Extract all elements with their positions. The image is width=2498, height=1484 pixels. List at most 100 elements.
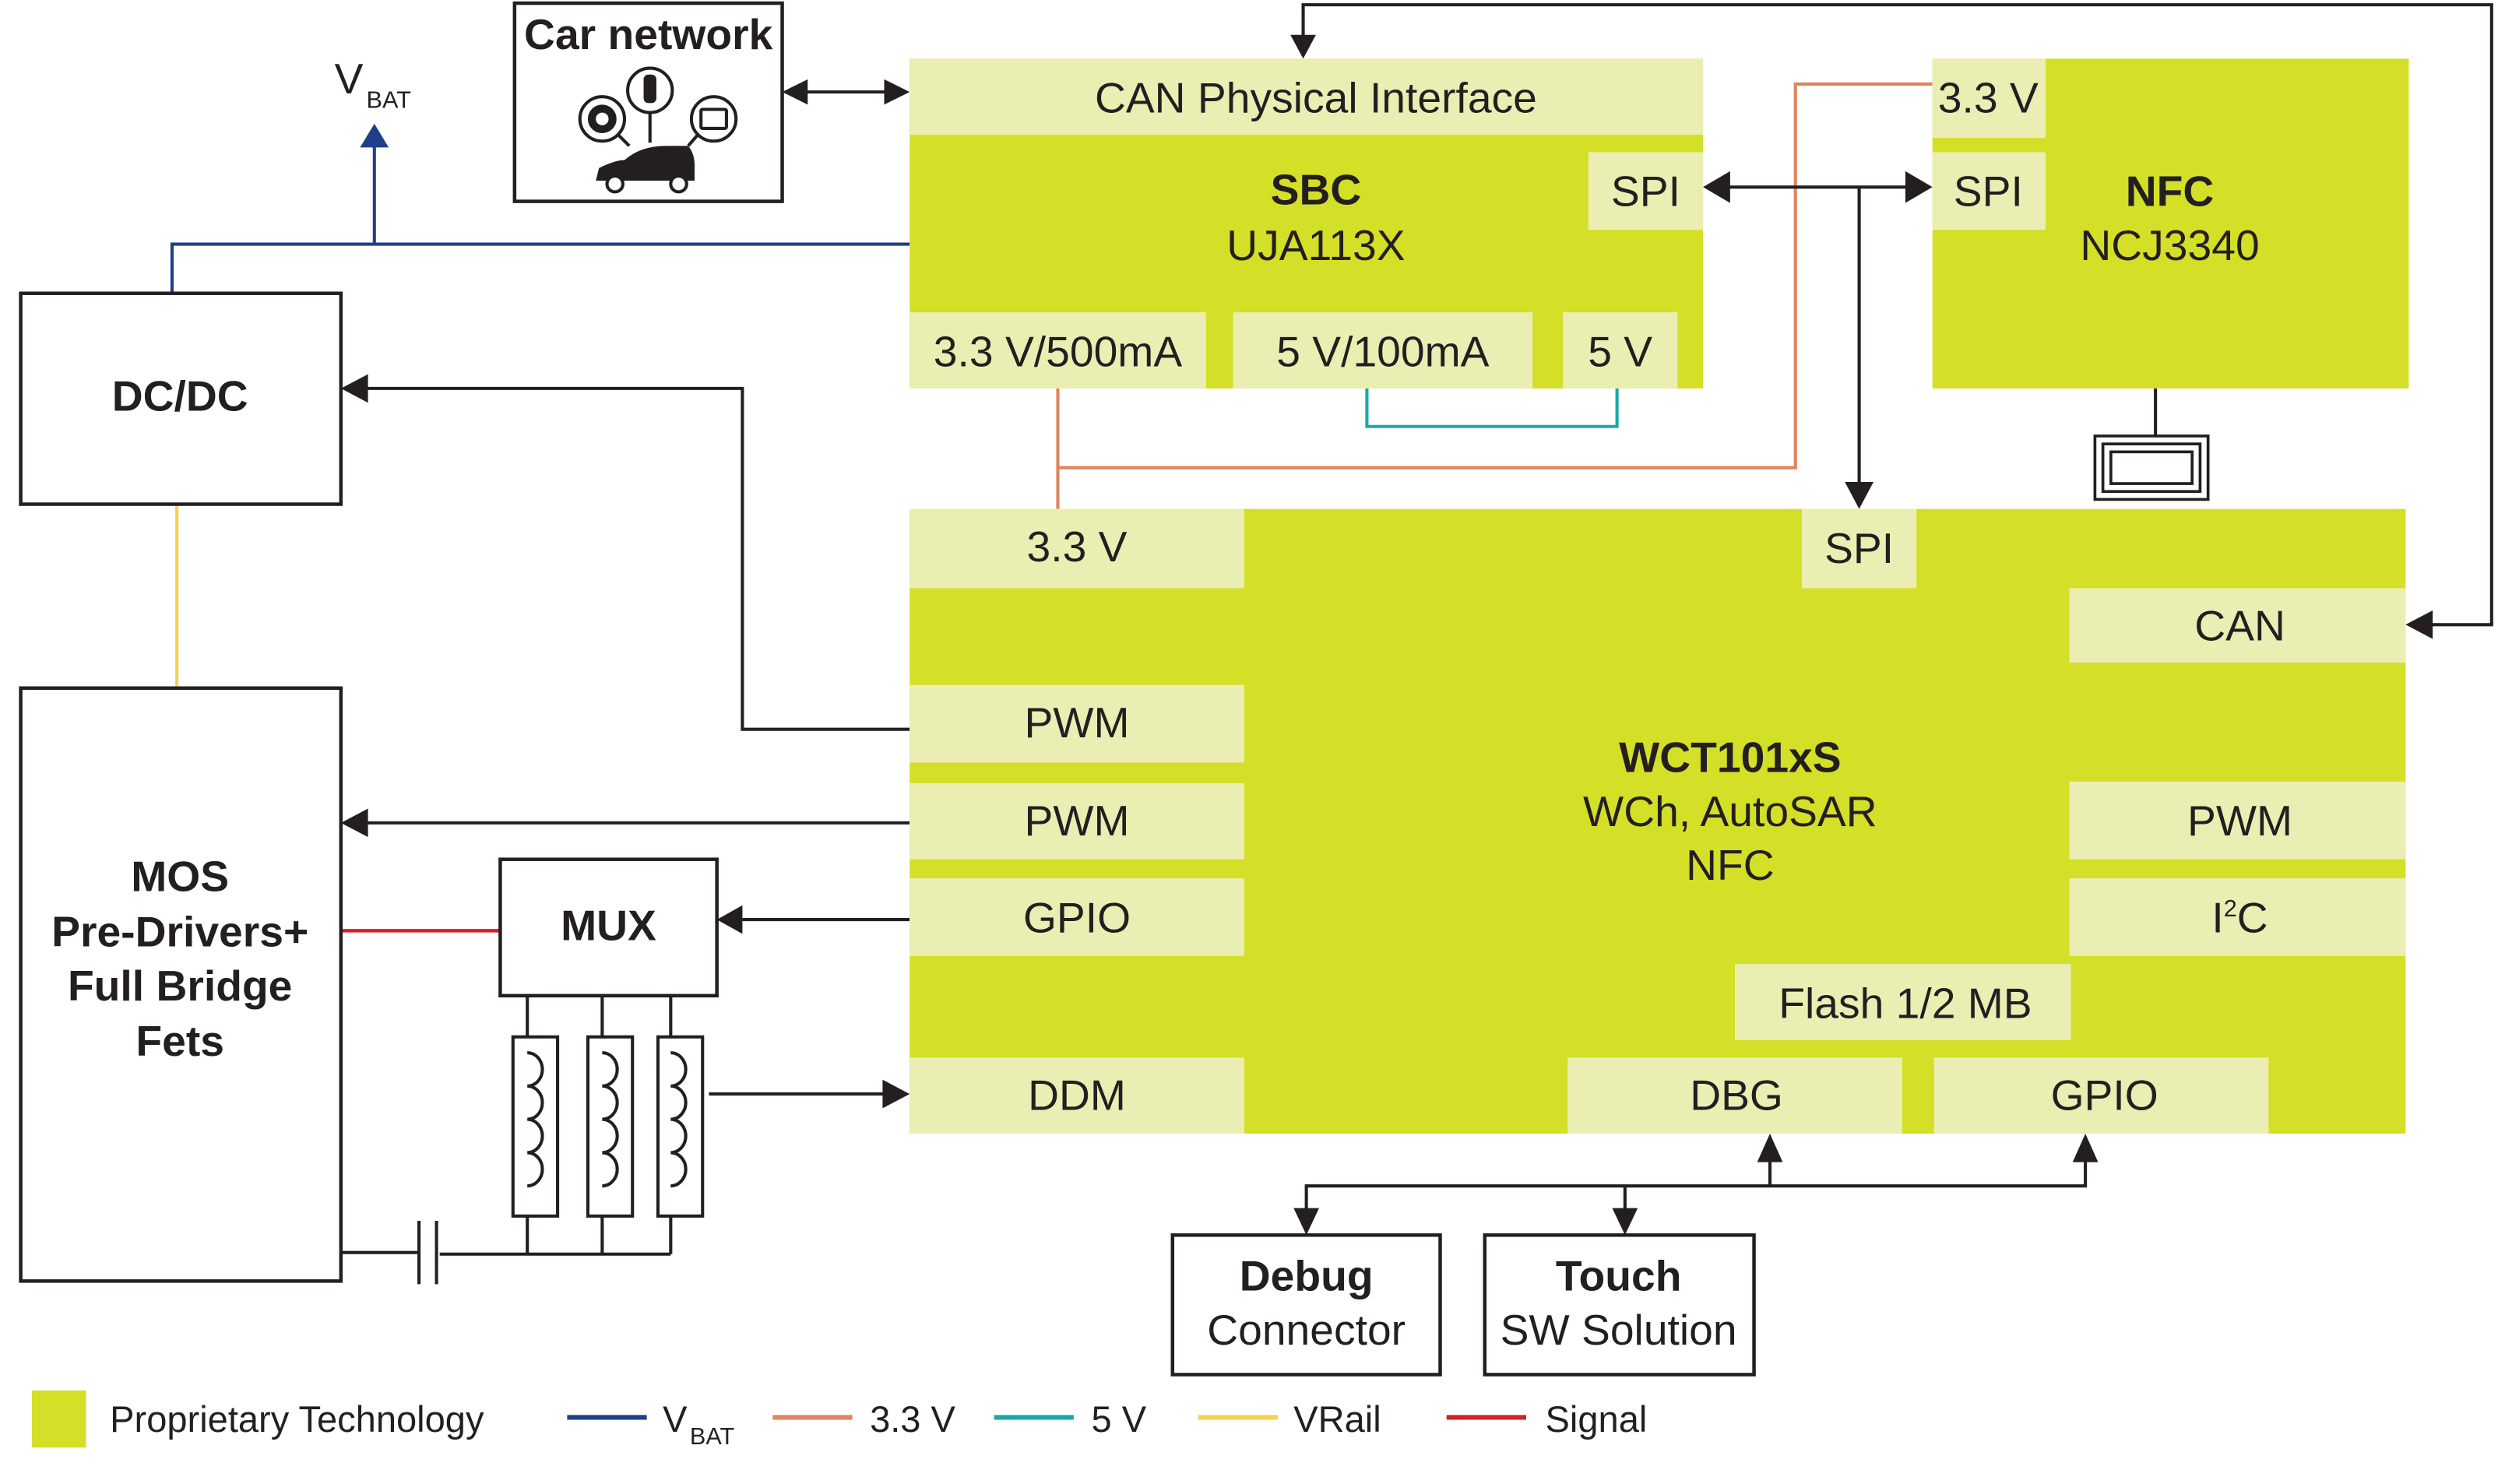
wct-title: WCT101xS (1619, 733, 1842, 782)
sbc-part-number: UJA113X (1226, 221, 1405, 269)
nfc-spi-pad (1932, 152, 2046, 230)
wct-i2c-label: I2C (2211, 893, 2268, 941)
sbc-output-pad (1233, 312, 1533, 389)
dcdc-block[interactable]: DC/DC (19, 291, 343, 506)
nfc-spi-label: SPI (1954, 167, 2023, 216)
arrowhead-down (1612, 1208, 1638, 1236)
dcdc-title: DC/DC (112, 372, 248, 420)
touch-frame (1483, 1233, 1756, 1377)
wct-line2: WCh, AutoSAR (1583, 787, 1877, 835)
debug-connector-block[interactable]: Debug Connector (1170, 1233, 1442, 1377)
spi-bus (1703, 171, 1933, 509)
wct-pwm-label: PWM (1025, 797, 1130, 845)
arrowhead-left (782, 79, 808, 105)
wct-supply-label: 3.3 V (1027, 522, 1128, 571)
can-loop-link (1290, 3, 2493, 639)
pwm-to-mos-link (340, 808, 910, 838)
connections (170, 3, 2493, 1236)
arrowhead-left (340, 374, 368, 403)
mos-block[interactable]: MOS Pre-Drivers+ Full Bridge Fets (19, 686, 343, 1283)
vbat-arrowhead (360, 123, 389, 148)
wct-supply-pad (909, 508, 1244, 589)
nfc-chip[interactable]: 3.3 V SPI NFC NCJ3340 (1932, 58, 2409, 389)
nfc-antenna-icon (2093, 434, 2210, 501)
wct-flash-pad (1735, 964, 2071, 1040)
sbc-output-label: 5 V (1588, 328, 1652, 376)
vbat-wire (170, 242, 910, 294)
i2c-main: I (2211, 893, 2223, 941)
legend-item-3v3: 3.3 V (772, 1399, 956, 1440)
coil-icon (586, 995, 635, 1254)
car-network-block[interactable]: Car network (512, 1, 784, 203)
mos-line: Full Bridge (68, 962, 292, 1010)
mux-title: MUX (561, 902, 656, 950)
legend: Proprietary Technology V BAT 3.3 V 5 V V… (31, 1390, 1647, 1450)
arrowhead-left (340, 808, 368, 838)
vbat-net (170, 123, 910, 294)
sbc-output-label: 3.3 V/500mA (934, 328, 1183, 376)
arrowhead-right (882, 1079, 910, 1109)
pwm-to-dcdc-link (340, 374, 910, 731)
wct-gpio-pad (909, 878, 1244, 956)
wct-gpio-label: GPIO (1023, 893, 1131, 941)
v33-wire-nfc (1057, 82, 1933, 469)
dcdc-frame (19, 291, 343, 506)
wct-spi-label: SPI (1824, 524, 1894, 572)
wct-pwm-right-label: PWM (2187, 797, 2292, 845)
wct-pwm-label: PWM (1025, 698, 1130, 747)
debug-subtitle: Connector (1207, 1306, 1406, 1354)
sbc-output-pad (1563, 312, 1678, 389)
arrowhead-down (1845, 482, 1874, 509)
arrowhead-left (2405, 610, 2433, 639)
car-network-title: Car network (524, 10, 773, 58)
legend-item-vbat: V BAT (567, 1399, 734, 1450)
gpio-to-mux-link (716, 905, 910, 934)
i2c-superscript: 2 (2224, 895, 2237, 922)
legend-item-5v: 5 V (994, 1399, 1147, 1440)
arrowhead-right (1905, 171, 1933, 203)
wct-can-pad (2069, 588, 2406, 663)
nfc-title: NFC (2126, 167, 2215, 216)
nfc-supply-label: 3.3 V (1938, 74, 2039, 122)
mos-frame (19, 686, 343, 1283)
sbc-spi-pad (1588, 152, 1704, 230)
coil-array (340, 995, 705, 1285)
arrowhead-right (884, 79, 910, 105)
wct-flash-label: Flash 1/2 MB (1779, 979, 2032, 1027)
legend-label: VRail (1293, 1399, 1381, 1440)
legend-item-signal: Signal (1446, 1399, 1647, 1440)
mux-block[interactable]: MUX (498, 857, 719, 998)
nfc-supply-pad (1932, 58, 2046, 139)
legend-label: 3.3 V (870, 1399, 956, 1440)
coil-icon (656, 995, 705, 1254)
wct-pwm-pad (909, 782, 1244, 860)
car-network-frame (512, 1, 784, 203)
legend-label: Proprietary Technology (110, 1399, 484, 1440)
nfc-part-number: NCJ3340 (2080, 221, 2259, 269)
wct-chip[interactable]: 3.3 V PWM PWM GPIO DDM SPI CAN PWM I2C F… (909, 508, 2406, 1134)
can-physical-interface-label: CAN Physical Interface (1095, 74, 1537, 122)
sbc-chip[interactable]: CAN Physical Interface SPI SBC UJA113X 3… (909, 58, 1704, 389)
can-physical-interface-pad (909, 58, 1704, 135)
legend-item-proprietary: Proprietary Technology (31, 1390, 484, 1448)
touch-title: Touch (1556, 1252, 1682, 1300)
can-bus-link (782, 79, 910, 105)
i2c-tail: C (2237, 893, 2268, 941)
pwm-dcdc-wire (366, 386, 910, 731)
can-loop-wire (1301, 3, 2493, 627)
v33-net (1056, 82, 1933, 509)
vbat-label-main: V (335, 55, 364, 103)
wct-pwm-right-pad (2069, 781, 2406, 860)
legend-swatch (31, 1390, 86, 1448)
legend-label-sub: BAT (690, 1423, 734, 1450)
mos-line: MOS (131, 853, 229, 901)
touch-sw-block[interactable]: Touch SW Solution (1483, 1233, 1756, 1377)
coil-icon (511, 995, 560, 1254)
sbc-title: SBC (1271, 166, 1362, 214)
legend-label: V (663, 1399, 688, 1440)
sbc-output-label: 5 V/100mA (1276, 328, 1490, 376)
v5-wire (1365, 388, 1619, 428)
arrowhead-down (1290, 34, 1316, 59)
sbc-spi-label: SPI (1611, 167, 1680, 216)
wct-gpio-bottom-label: GPIO (2051, 1071, 2158, 1120)
